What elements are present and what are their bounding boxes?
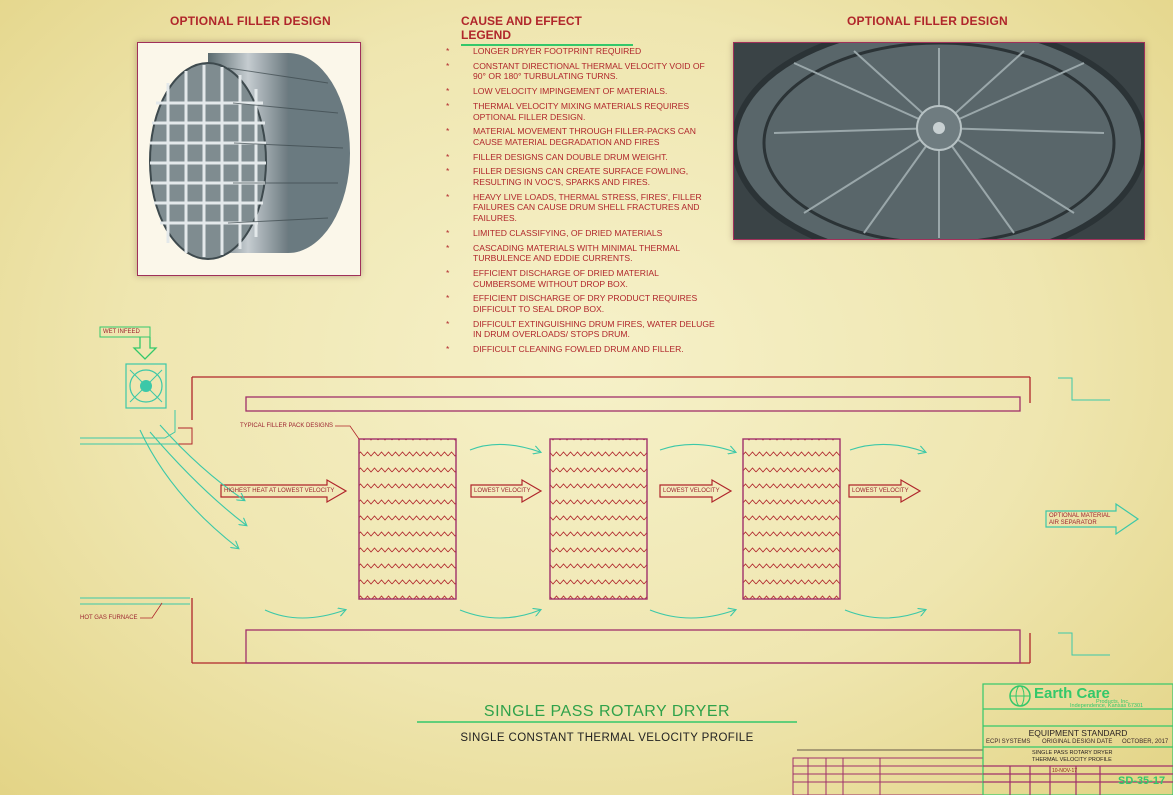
right-photo-title: OPTIONAL FILLER DESIGN bbox=[847, 14, 1008, 28]
arrow-lowest-3 bbox=[848, 478, 922, 504]
legend-item: DIFFICULT CLEANING FOWLED DRUM AND FILLE… bbox=[446, 344, 716, 355]
filler-drum-image bbox=[137, 42, 361, 276]
sub-title: SINGLE CONSTANT THERMAL VELOCITY PROFILE bbox=[460, 732, 754, 744]
legend-item: LIMITED CLASSIFYING, OF DRIED MATERIALS bbox=[446, 228, 716, 239]
air-separator-arrow bbox=[1045, 502, 1140, 536]
main-title: SINGLE PASS ROTARY DRYER bbox=[483, 703, 731, 720]
wet-infeed-box bbox=[99, 326, 151, 338]
cause-effect-list: LONGER DRYER FOOTPRINT REQUIRED CONSTANT … bbox=[446, 46, 716, 359]
hot-gas-furnace-label: HOT GAS FURNACE bbox=[80, 615, 138, 621]
drawing-title-1: SINGLE PASS ROTARY DRYER bbox=[1032, 750, 1113, 756]
legend-item: FILLER DESIGNS CAN DOUBLE DRUM WEIGHT. bbox=[446, 152, 716, 163]
system-name: ECPI SYSTEMS bbox=[986, 739, 1031, 745]
company-sub: Products, Inc. bbox=[1096, 699, 1130, 705]
filler-pack-2 bbox=[549, 438, 648, 600]
left-photo-title: OPTIONAL FILLER DESIGN bbox=[170, 14, 331, 28]
date-cell: 10-NOV-17 bbox=[1052, 768, 1078, 774]
legend-item: CASCADING MATERIALS WITH MINIMAL THERMAL… bbox=[446, 243, 716, 264]
air-separator-label-2: AIR SEPARATOR bbox=[1049, 520, 1097, 526]
drum-interior-photo bbox=[733, 42, 1145, 240]
legend-item: EFFICIENT DISCHARGE OF DRY PRODUCT REQUI… bbox=[446, 293, 716, 314]
legend-item: THERMAL VELOCITY MIXING MATERIALS REQUIR… bbox=[446, 101, 716, 122]
rotary-feeder bbox=[125, 363, 167, 409]
wet-infeed-label: WET INFEED bbox=[103, 329, 140, 335]
legend-item: HEAVY LIVE LOADS, THERMAL STRESS, FIRES'… bbox=[446, 192, 716, 224]
filler-pack-3 bbox=[742, 438, 841, 600]
legend-item: FILLER DESIGNS CAN CREATE SURFACE FOWLIN… bbox=[446, 166, 716, 187]
title-block-frame bbox=[982, 683, 1173, 795]
lowest-velocity-label-1: LOWEST VELOCITY bbox=[474, 488, 531, 494]
highest-heat-label: HIGHEST HEAT AT LOWEST VELOCITY bbox=[224, 488, 335, 494]
arrow-lowest-2 bbox=[659, 478, 733, 504]
globe-icon bbox=[1009, 685, 1031, 707]
legend-item: EFFICIENT DISCHARGE OF DRIED MATERIAL CU… bbox=[446, 268, 716, 289]
filler-pack-label: TYPICAL FILLER PACK DESIGNS bbox=[240, 423, 334, 429]
wet-infeed-arrow bbox=[132, 337, 158, 360]
legend-item: LONGER DRYER FOOTPRINT REQUIRED bbox=[446, 46, 716, 57]
filler-pack-group bbox=[358, 438, 841, 600]
company-location: Independence, Kansas 67301 bbox=[1070, 703, 1144, 709]
lowest-velocity-label-3: LOWEST VELOCITY bbox=[852, 488, 909, 494]
equipment-standard: EQUIPMENT STANDARD bbox=[1028, 728, 1128, 738]
filler-pack-1 bbox=[358, 438, 457, 600]
company-name: Earth Care bbox=[1034, 685, 1110, 702]
arrow-lowest-1 bbox=[470, 478, 543, 504]
legend-title: CAUSE AND EFFECT LEGEND bbox=[461, 14, 633, 46]
legend-item: DIFFICULT EXTINGUISHING DRUM FIRES, WATE… bbox=[446, 319, 716, 340]
legend-item: CONSTANT DIRECTIONAL THERMAL VELOCITY VO… bbox=[446, 61, 716, 82]
revision-table bbox=[792, 757, 984, 795]
design-date-label: ORIGINAL DESIGN DATE bbox=[1042, 739, 1113, 745]
lowest-velocity-label-2: LOWEST VELOCITY bbox=[663, 488, 720, 494]
design-date: OCTOBER, 2017 bbox=[1122, 739, 1169, 745]
air-separator-label-1: OPTIONAL MATERIAL bbox=[1049, 513, 1111, 519]
drawing-title-2: THERMAL VELOCITY PROFILE bbox=[1032, 757, 1112, 763]
legend-item: LOW VELOCITY IMPINGEMENT OF MATERIALS. bbox=[446, 86, 716, 97]
legend-item: MATERIAL MOVEMENT THROUGH FILLER-PACKS C… bbox=[446, 126, 716, 147]
drawing-number: SD-35-17 bbox=[1118, 775, 1166, 787]
